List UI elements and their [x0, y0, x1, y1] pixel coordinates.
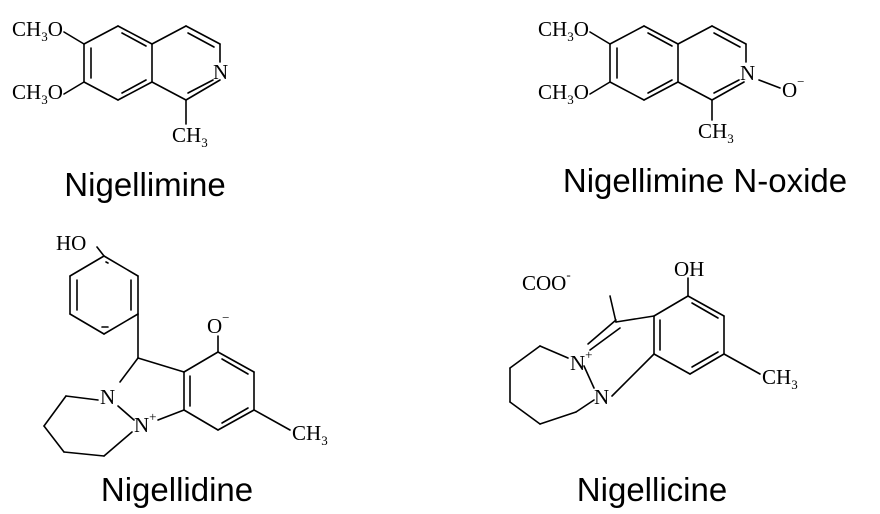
structure-nigellimine-n-oxide: CH3O CH3O N O− CH3 [538, 17, 805, 146]
methyl-group: CH3 [172, 123, 208, 150]
structure-nigellicine: COO- OH N+ N CH3 [509, 257, 798, 425]
structure-nigellidine: HO N N+ O− CH3 [43, 231, 328, 457]
methoxy-group-bottom: CH3O [538, 80, 589, 107]
methoxy-group-top: CH3O [538, 17, 589, 44]
structure-nigellimine: CH3O CH3O N CH3 [12, 17, 228, 150]
ring-nitrogen: N [594, 385, 609, 409]
carboxylate-group: COO- [522, 267, 571, 295]
phenolate-oxygen: O− [207, 310, 230, 338]
methyl-group: CH3 [762, 365, 798, 392]
compound-name-nigellicine: Nigellicine [576, 471, 728, 508]
hydroxy-group: OH [674, 257, 704, 281]
ring-nitrogen: N [740, 61, 755, 85]
ring-nitrogen: N [100, 385, 115, 409]
ring-nitrogen-cation: N+ [134, 409, 157, 437]
compound-name-nigellimine-n-oxide: Nigellimine N-oxide [562, 162, 848, 199]
methyl-group: CH3 [292, 421, 328, 448]
compound-name-nigellimine: Nigellimine [64, 166, 226, 203]
methoxy-group-bottom: CH3O [12, 80, 63, 107]
methoxy-group-top: CH3O [12, 17, 63, 44]
ring-nitrogen-cation: N+ [570, 347, 593, 375]
ring-nitrogen: N [213, 60, 228, 84]
methyl-group: CH3 [698, 119, 734, 146]
hydroxy-group: HO [56, 231, 86, 255]
compound-name-nigellidine: Nigellidine [100, 471, 254, 508]
oxide-oxygen: O− [782, 74, 805, 102]
